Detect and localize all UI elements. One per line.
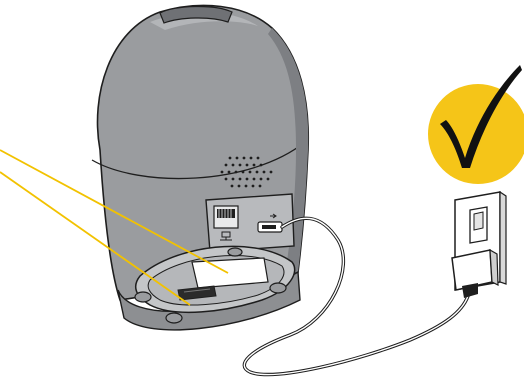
base-foot [228,248,242,256]
base-label [192,258,268,288]
base-foot [270,283,286,293]
base-foot [166,313,182,323]
port-panel [206,194,294,252]
camera [92,5,308,329]
base-foot [135,292,151,302]
power-plug-icon [452,250,498,298]
checkmark-icon [428,65,524,184]
